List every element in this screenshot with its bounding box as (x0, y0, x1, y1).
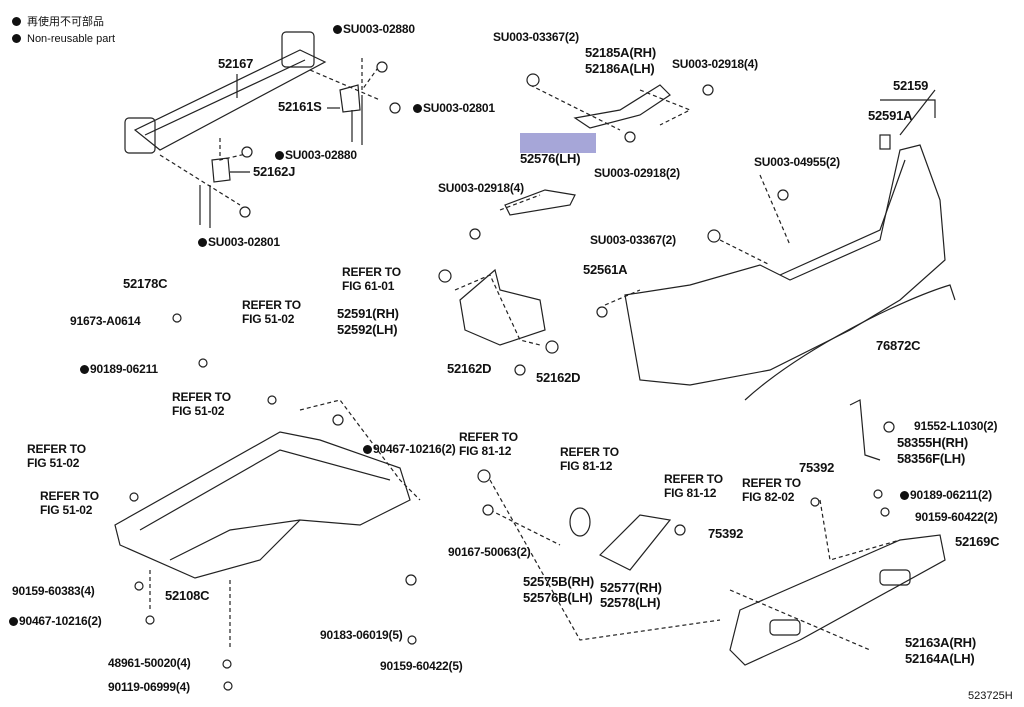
refer-label[interactable]: FIG 51-02 (40, 503, 93, 517)
part-label[interactable]: 52162D (536, 370, 581, 385)
part-label[interactable]: 90183-06019(5) (320, 628, 403, 642)
refer-label[interactable]: FIG 61-01 (342, 279, 395, 293)
part-label[interactable]: 52186A(LH) (585, 61, 655, 76)
part-label[interactable]: SU003-02801 (198, 235, 280, 249)
part-label[interactable]: 52576(LH) (520, 151, 581, 166)
part-label[interactable]: 52162D (447, 361, 492, 376)
refer-label[interactable]: REFER TO (664, 472, 723, 486)
bracket-52161s (327, 84, 363, 145)
refer-label[interactable]: REFER TO (342, 265, 401, 279)
non-reusable-dot-icon (12, 17, 21, 26)
refer-label[interactable]: REFER TO (40, 489, 99, 503)
part-label[interactable]: 52169C (955, 534, 1000, 549)
refer-label[interactable]: REFER TO (242, 298, 301, 312)
part-label[interactable]: 90159-60422(2) (915, 510, 998, 524)
refer-label[interactable]: REFER TO (742, 476, 801, 490)
part-label[interactable]: 58355H(RH) (897, 435, 968, 450)
part-label[interactable]: SU003-02880 (275, 148, 357, 162)
refer-label[interactable]: REFER TO (172, 390, 231, 404)
reflector-52577 (598, 514, 672, 571)
refer-label[interactable]: FIG 81-12 (664, 486, 717, 500)
bracket-58355h (849, 399, 881, 461)
part-label[interactable]: 52108C (165, 588, 210, 603)
part-label[interactable]: 52591A (868, 108, 913, 123)
refer-label[interactable]: REFER TO (560, 445, 619, 459)
refer-label[interactable]: FIG 51-02 (242, 312, 295, 326)
highlight-redaction-box (520, 133, 596, 153)
refer-label[interactable]: FIG 81-12 (459, 444, 512, 458)
refer-label[interactable]: REFER TO (459, 430, 518, 444)
refer-label[interactable]: REFER TO (27, 442, 86, 456)
part-label[interactable]: 76872C (876, 338, 921, 353)
part-label[interactable]: 90467-10216(2) (363, 442, 456, 456)
part-label[interactable]: 52591(RH) (337, 306, 399, 321)
part-label[interactable]: SU003-02801 (413, 101, 495, 115)
part-label[interactable]: 52577(RH) (600, 580, 662, 595)
crossmember-52167 (124, 31, 327, 154)
part-label[interactable]: 90159-60383(4) (12, 584, 95, 598)
part-label[interactable]: SU003-02918(4) (672, 57, 758, 71)
refer-label[interactable]: FIG 82-02 (742, 490, 795, 504)
part-label[interactable]: SU003-02918(2) (594, 166, 680, 180)
legend-english: Non-reusable part (12, 33, 115, 45)
part-label[interactable]: SU003-03367(2) (590, 233, 676, 247)
bracket-52185a (573, 84, 671, 129)
part-label[interactable]: 91673-A0614 (70, 314, 141, 328)
refer-label[interactable]: FIG 51-02 (27, 456, 80, 470)
fasteners (129, 61, 895, 691)
part-label[interactable]: 90467-10216(2) (9, 614, 102, 628)
part-label[interactable]: 52592(LH) (337, 322, 398, 337)
part-label[interactable]: 90167-50063(2) (448, 545, 531, 559)
part-label[interactable]: SU003-03367(2) (493, 30, 579, 44)
bumper-cover-52159 (624, 89, 946, 386)
part-label[interactable]: 52578(LH) (600, 595, 661, 610)
part-label[interactable]: SU003-04955(2) (754, 155, 840, 169)
part-label[interactable]: 52167 (218, 56, 254, 71)
refer-label[interactable]: FIG 81-12 (560, 459, 613, 473)
part-label[interactable]: 52575B(RH) (523, 574, 594, 589)
part-label[interactable]: 52164A(LH) (905, 651, 975, 666)
part-label[interactable]: 90119-06999(4) (108, 680, 190, 694)
part-label[interactable]: 52576B(LH) (523, 590, 593, 605)
part-label[interactable]: SU003-02880 (333, 22, 415, 36)
grommet-52575b (569, 507, 591, 537)
legend-english-text: Non-reusable part (27, 33, 116, 45)
part-label[interactable]: 91552-L1030(2) (914, 419, 998, 433)
molding-76872c (744, 284, 956, 401)
part-label[interactable]: 90189-06211 (80, 362, 158, 376)
non-reusable-dot-icon (12, 34, 21, 43)
part-label[interactable]: 90189-06211(2) (900, 488, 992, 502)
part-label[interactable]: 90159-60422(5) (380, 659, 463, 673)
part-label[interactable]: 75392 (708, 526, 744, 541)
bracket-52162j (199, 157, 250, 228)
part-label[interactable]: 52162J (253, 164, 296, 179)
part-label[interactable]: 52178C (123, 276, 168, 291)
under-cover-52108c (114, 431, 411, 579)
part-label[interactable]: 52161S (278, 99, 322, 114)
leader-dashes (149, 58, 901, 651)
part-label[interactable]: 52185A(RH) (585, 45, 656, 60)
part-label[interactable]: 52561A (583, 262, 628, 277)
refer-label[interactable]: FIG 51-02 (172, 404, 225, 418)
part-label[interactable]: SU003-02918(4) (438, 181, 524, 195)
lower-diffuser-52169c (729, 534, 946, 666)
bracket-52591 (459, 268, 546, 346)
part-label[interactable]: 48961-50020(4) (108, 656, 191, 670)
part-label[interactable]: 75392 (799, 460, 835, 475)
part-label[interactable]: 52159 (893, 78, 929, 93)
figure-code: 523725H (968, 690, 1013, 702)
bracket-52576 (504, 189, 576, 216)
legend-japanese: 再使用不可部品 (12, 13, 104, 29)
part-label[interactable]: 52163A(RH) (905, 635, 976, 650)
legend-japanese-text: 再使用不可部品 (27, 16, 104, 28)
part-label[interactable]: 58356F(LH) (897, 451, 966, 466)
